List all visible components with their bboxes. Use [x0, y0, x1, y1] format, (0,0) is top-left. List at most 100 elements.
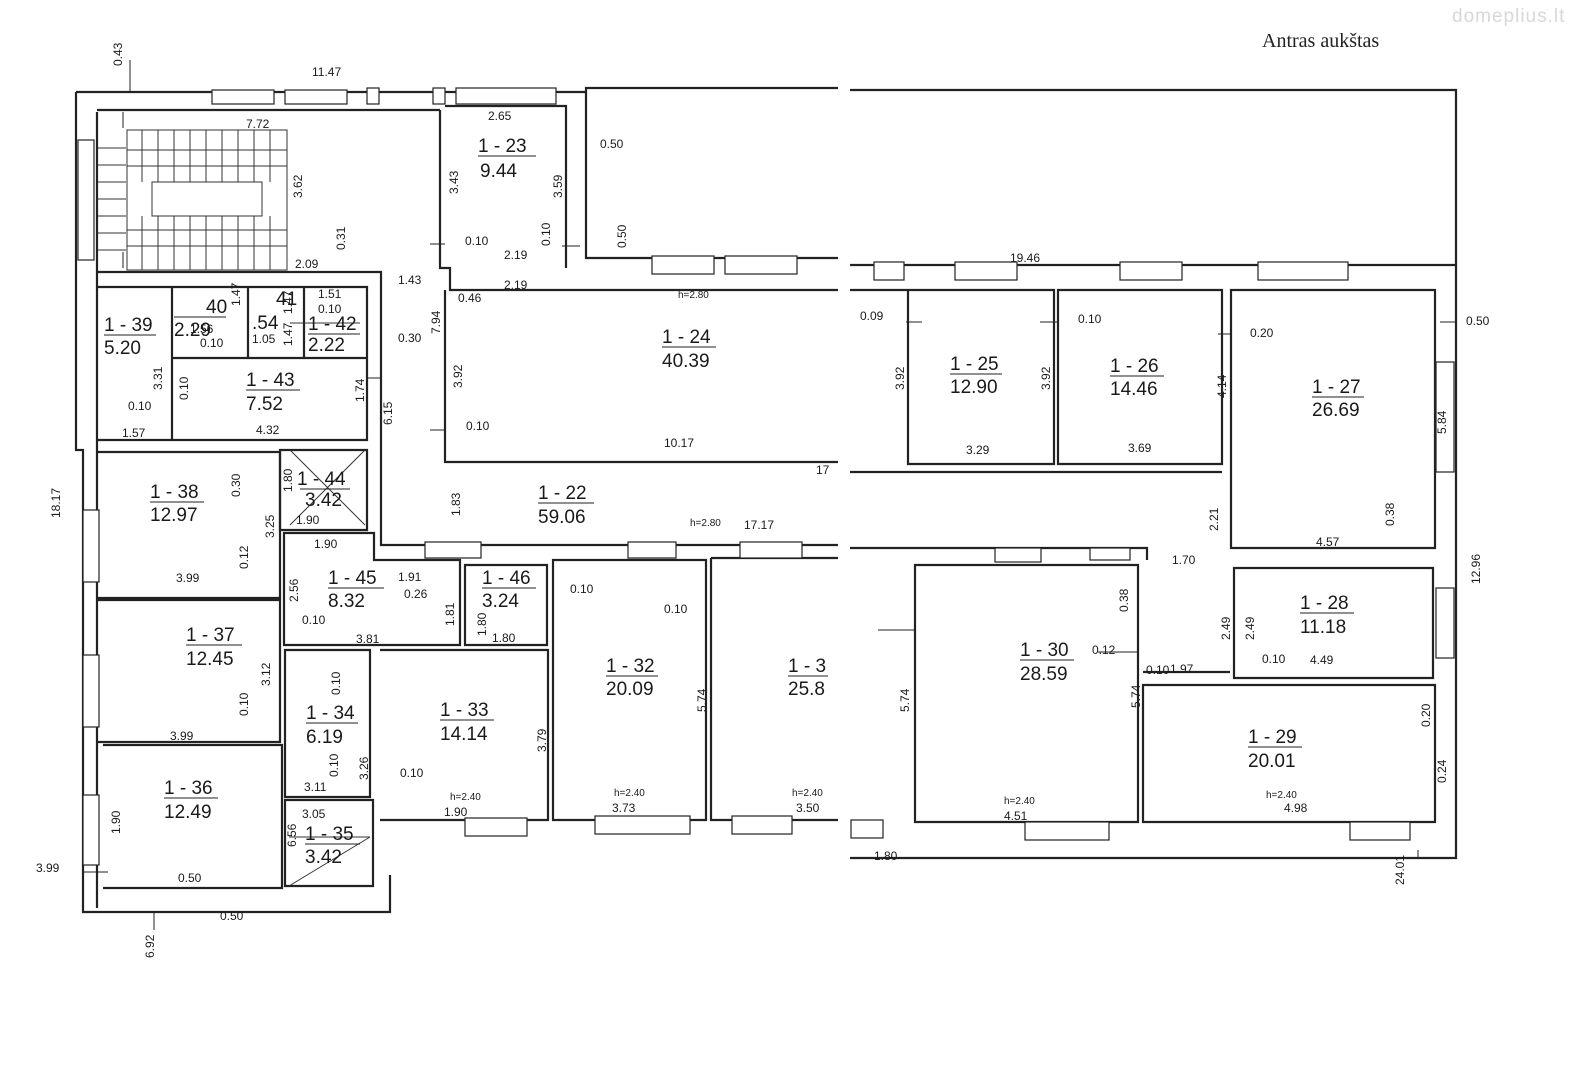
dimension-label: 0.50	[600, 137, 624, 151]
svg-text:1 - 35: 1 - 35	[305, 824, 354, 845]
dimension-label: 2.65	[488, 109, 512, 123]
room-1-44: 1 - 443.42	[297, 469, 350, 511]
room-1-39: 1 - 395.20	[104, 315, 156, 359]
svg-text:1 - 30: 1 - 30	[1020, 640, 1069, 661]
dimension-label: 5.74	[1129, 684, 1143, 708]
dimension-label: 1.57	[122, 426, 146, 440]
svg-text:1 - 29: 1 - 29	[1248, 727, 1297, 748]
dimension-label: 0.10	[302, 613, 326, 627]
dimension-label: 5.74	[898, 688, 912, 712]
svg-text:1 - 37: 1 - 37	[186, 625, 235, 646]
svg-text:7.52: 7.52	[246, 394, 283, 415]
svg-text:1 - 25: 1 - 25	[950, 354, 999, 375]
svg-text:20.01: 20.01	[1248, 751, 1296, 772]
room-1-42: 1 - 422.22	[308, 314, 360, 356]
dimension-label: 1.80	[475, 612, 489, 636]
svg-text:1 - 39: 1 - 39	[104, 315, 153, 336]
dimension-label: 3.12	[259, 662, 273, 686]
dimension-label: 4.14	[1215, 374, 1229, 398]
dimension-label: 7.94	[429, 310, 443, 334]
dimension-label: 3.26	[357, 756, 371, 780]
dimension-label: 5.74	[695, 688, 709, 712]
room-1-43: 1 - 437.52	[246, 370, 300, 415]
room-1-45: 1 - 458.32	[328, 568, 384, 612]
dimension-label: 1.51	[318, 287, 342, 301]
dimension-label: 0.26	[404, 587, 428, 601]
dimension-label: 1.90	[296, 513, 320, 527]
dimension-label: 0.10	[128, 399, 152, 413]
dimension-label: 3.99	[36, 861, 60, 875]
ceiling-heights: h=2.80 h=2.80 h=2.40 h=2.40 h=2.40 h=2.4…	[450, 290, 1297, 807]
svg-text:1 - 46: 1 - 46	[482, 568, 531, 589]
dimension-label: 24.01	[1393, 855, 1407, 885]
height-label: h=2.40	[792, 788, 823, 799]
svg-text:.54: .54	[252, 313, 279, 334]
dimension-label: 0.10	[200, 336, 224, 350]
dimension-label: 0.10	[318, 302, 342, 316]
dimension-label: 3.31	[151, 366, 165, 390]
dimension-label: 12.96	[1469, 554, 1483, 584]
dimension-label: 3.50	[796, 801, 820, 815]
dimension-label: 0.10	[664, 602, 688, 616]
dimension-label: 0.20	[1419, 703, 1433, 727]
dimension-label: 0.50	[178, 871, 202, 885]
dimension-label: 4.98	[1284, 801, 1308, 815]
svg-text:40: 40	[206, 297, 227, 318]
dimension-label: 1.43	[398, 273, 422, 287]
svg-text:14.46: 14.46	[1110, 379, 1158, 400]
svg-text:1 - 42: 1 - 42	[308, 314, 357, 335]
dimension-label: 4.32	[256, 423, 280, 437]
room-1-28: 1 - 28 11.18	[1300, 593, 1354, 638]
svg-text:8.32: 8.32	[328, 591, 365, 612]
room-1-35: 1 - 353.42	[305, 824, 360, 868]
dimension-label: 1.81	[443, 602, 457, 626]
height-label: h=2.40	[1266, 790, 1297, 801]
dimension-label: 1.91	[398, 570, 422, 584]
dimension-label: 3.59	[551, 174, 565, 198]
svg-text:25.8: 25.8	[788, 679, 825, 700]
room-40: 402.29	[174, 297, 227, 341]
svg-text:2.29: 2.29	[174, 320, 211, 341]
dimension-label: 3.92	[893, 366, 907, 390]
dimension-label: 2.19	[504, 248, 528, 262]
dimension-label: 17.17	[744, 518, 774, 532]
svg-text:1 - 45: 1 - 45	[328, 568, 377, 589]
svg-text:1 - 26: 1 - 26	[1110, 356, 1159, 377]
dimension-label: 1.90	[444, 805, 468, 819]
dimension-label: 0.09	[860, 309, 884, 323]
dimension-label: 3.79	[535, 728, 549, 752]
floor-title: Antras aukštas	[1262, 30, 1380, 52]
dimension-label: 1.70	[1172, 553, 1196, 567]
dimension-label: 3.73	[612, 801, 636, 815]
dimension-label: 0.10	[329, 671, 343, 695]
svg-text:28.59: 28.59	[1020, 664, 1068, 685]
dimension-label: 1.47	[281, 322, 295, 346]
dimension-label: 0.10	[400, 766, 424, 780]
dimension-label: 6.15	[381, 401, 395, 425]
dimension-label: 3.81	[356, 632, 380, 646]
dimension-label: 0.24	[1435, 759, 1449, 783]
dimension-label: 5.84	[1435, 410, 1449, 434]
dimension-label: 3.29	[966, 443, 990, 457]
dimension-label: 1.80	[281, 468, 295, 492]
svg-text:11.18: 11.18	[1300, 617, 1346, 638]
svg-text:3.24: 3.24	[482, 591, 519, 612]
dimension-label: 1.05	[252, 332, 276, 346]
svg-text:1 - 28: 1 - 28	[1300, 593, 1349, 614]
svg-text:5.20: 5.20	[104, 338, 141, 359]
dimension-label: 19.46	[1010, 251, 1040, 265]
svg-text:1 - 32: 1 - 32	[606, 656, 655, 677]
dimension-label: 4.57	[1316, 535, 1340, 549]
svg-text:1 - 3: 1 - 3	[788, 656, 826, 677]
dimension-label: 0.10	[237, 692, 251, 716]
dimension-label: 3.43	[447, 170, 461, 194]
dimension-label: 1.90	[109, 810, 123, 834]
svg-text:1 - 22: 1 - 22	[538, 483, 587, 504]
dimension-label: 0.10	[177, 376, 191, 400]
